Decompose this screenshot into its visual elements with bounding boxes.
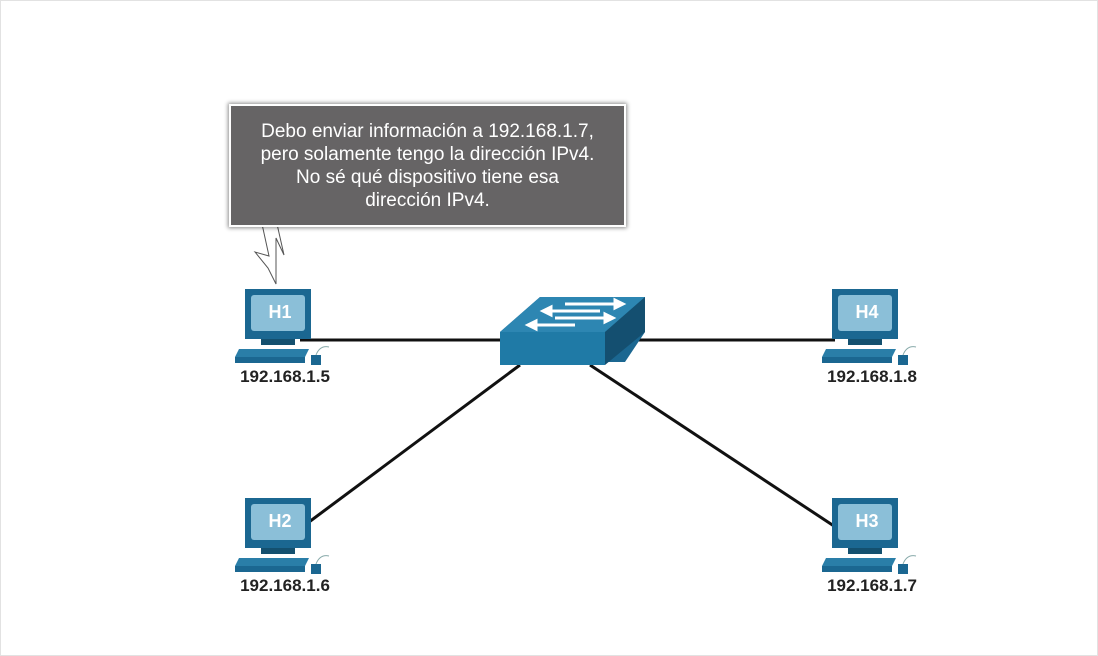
- host-name: H4: [855, 302, 879, 322]
- host-ip: 192.168.1.7: [827, 576, 917, 595]
- host-h1: H1 192.168.1.5: [225, 287, 345, 397]
- host-ip: 192.168.1.8: [827, 367, 917, 386]
- callout-line: Debo enviar información a 192.168.1.7,: [261, 120, 594, 142]
- callout-line: pero solamente tengo la dirección IPv4.: [260, 143, 595, 165]
- host-ip: 192.168.1.5: [240, 367, 330, 386]
- computer-icon: [235, 498, 330, 574]
- host-name: H1: [268, 302, 292, 322]
- speech-callout: Debo enviar información a 192.168.1.7, p…: [229, 104, 626, 227]
- callout-tail: [253, 223, 285, 285]
- computer-icon: [822, 289, 917, 365]
- host-h4: H4 192.168.1.8: [812, 287, 932, 397]
- callout-line: dirección IPv4.: [365, 189, 490, 211]
- host-ip: 192.168.1.6: [240, 576, 330, 595]
- callout-line: No sé qué dispositivo tiene esa: [296, 166, 559, 188]
- host-h3: H3 192.168.1.7: [812, 496, 932, 606]
- link-switch-h3: [589, 363, 841, 532]
- switch-icon: [500, 297, 645, 365]
- host-name: H3: [855, 511, 879, 531]
- host-h2: H2 192.168.1.6: [225, 496, 345, 606]
- computer-icon: [235, 289, 330, 365]
- computer-icon: [822, 498, 917, 574]
- host-name: H2: [268, 511, 292, 531]
- link-switch-h2: [304, 363, 521, 527]
